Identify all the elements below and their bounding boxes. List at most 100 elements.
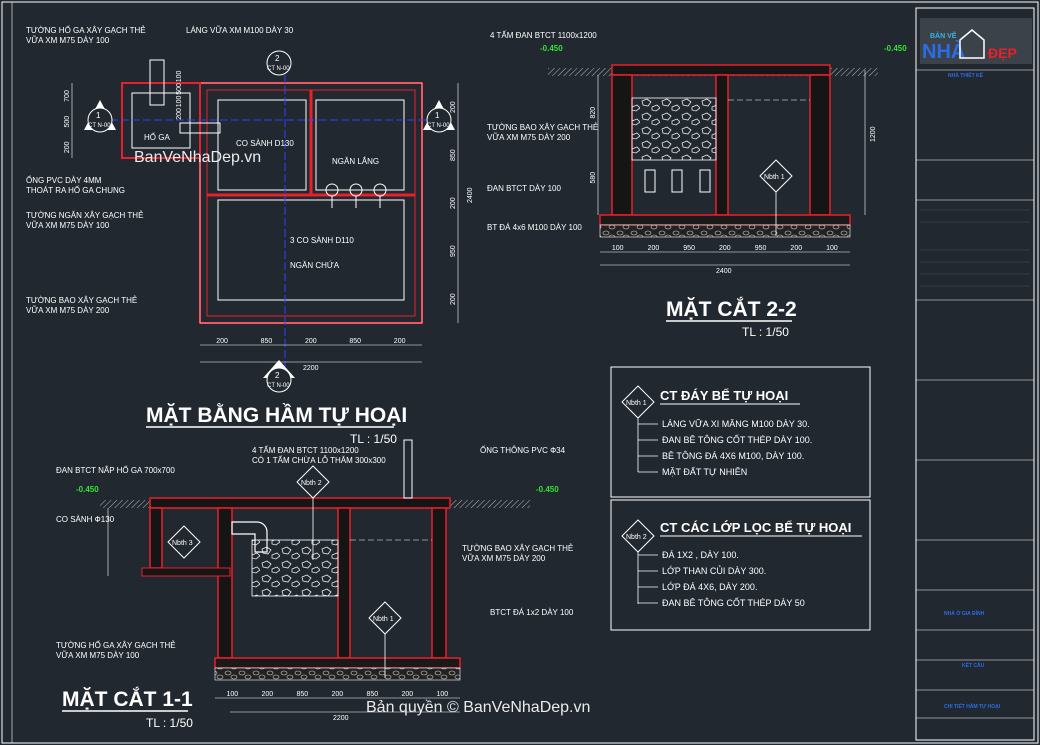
sec11-label-top-2: CÓ 1 TẤM CHỪA LỖ THĂM 300x300	[252, 455, 386, 465]
section-mark-2-bottom: 2 CT N-00	[263, 360, 295, 393]
sec22-dims-left: 820 580	[590, 107, 597, 184]
plan-dim-right: 950	[450, 245, 457, 257]
sec11-dim-bottom: 100	[437, 691, 449, 698]
section-mark-2-top-ref: CT N-00	[267, 66, 290, 72]
section-mark-1-left: 1 CT N-00	[84, 100, 116, 133]
sec22-marker: Nbth 1	[759, 159, 793, 236]
ct-loc-box	[610, 499, 871, 631]
sec22-dim-bottom: 950	[683, 245, 695, 252]
sec11-label-dan-hoga: ĐAN BTCT NẮP HỐ GA 700x700	[56, 465, 175, 475]
section-mark-2-bottom-num: 2	[275, 371, 280, 380]
section-1-1-view	[100, 439, 530, 713]
plan-label-co-sanh-130: CO SÀNH D130	[236, 139, 294, 148]
sec22-dim-bottom: 200	[790, 245, 802, 252]
watermark-left: BanVeNhaDep.vn	[134, 149, 261, 166]
plan-dim-right-total: 2400	[467, 187, 474, 203]
sec11-label-wall-1: TƯỜNG BAO XÂY GẠCH THẺ	[462, 544, 573, 553]
ct-day-items: LÁNG VỮA XI MĂNG M100 DÀY 30. ĐAN BÊ TÔNG…	[638, 419, 812, 477]
ct-day-item: BÊ TÔNG ĐÁ 4X6 M100, DÀY 100.	[662, 451, 804, 461]
sec22-dim-bottom: 950	[755, 245, 767, 252]
sec11-marker-1: Nbth 1	[368, 601, 402, 678]
plan-title: MẶT BẰNG HẦM TỰ HOẠI	[146, 403, 407, 427]
sec11-level-left: -0.450	[76, 485, 99, 494]
sec22-title: MẶT CẮT 2-2	[666, 297, 797, 321]
plan-label-lang-vua: LÁNG VỮA XM M100 DÀY 30	[186, 26, 294, 35]
ct-day-box	[610, 366, 871, 498]
plan-dim-left: 500	[64, 116, 71, 128]
ct-loc-item: LỚP THAN CỦI DÀY 300.	[662, 565, 766, 576]
plan-label-ong-pvc-1: ỐNG PVC DÀY 4MM	[26, 175, 102, 185]
svg-text:Nbth 1: Nbth 1	[626, 400, 647, 407]
sec11-title: MẶT CẮT 1-1	[62, 687, 193, 711]
tb-project-name: NHÀ Ở GIA ĐÌNH	[944, 609, 985, 617]
section-mark-1-right-ref: CT N-00	[427, 123, 450, 129]
ct-loc-items: ĐÁ 1X2 , DÀY 100. LỚP THAN CỦI DÀY 300. LỚ…	[638, 550, 805, 608]
plan-label-ngan-chua: NGĂN CHỨA	[290, 261, 340, 270]
sec11-dim-bottom: 200	[332, 691, 344, 698]
plan-label-wall-ngan-2: VỮA XM M75 DÀY 100	[26, 221, 110, 230]
plan-scale: TL : 1/50	[350, 432, 397, 446]
sec22-dim-left: 820	[590, 107, 597, 119]
plan-label-hoga: HỐ GA	[144, 132, 170, 142]
sec22-level-left: -0.450	[540, 44, 563, 53]
sec22-label-dan: ĐAN BTCT DÀY 100	[487, 184, 562, 193]
brand-logo: BẢN VẼ NHÀ ĐẸP	[920, 18, 1032, 64]
plan-dim-bottom: 200	[305, 338, 317, 345]
ct-loc-item: LỚP ĐÁ 4X6, DÀY 200.	[662, 582, 757, 592]
plan-dim-top: 200	[176, 108, 183, 120]
sec22-dim-right: 1200	[870, 126, 877, 142]
sec22-label-da: BT ĐÁ 4x6 M100 DÀY 100	[487, 223, 582, 232]
sec22-level-right: -0.450	[884, 44, 907, 53]
svg-text:Nbth 1: Nbth 1	[764, 174, 785, 181]
plan-label-wall-bao-1: TƯỜNG BAO XÂY GẠCH THẺ	[26, 296, 137, 305]
sec11-level-right: -0.450	[536, 485, 559, 494]
section-mark-2-top: 2 CT N-00	[266, 50, 292, 76]
plan-label-wall-hoga-1: TƯỜNG HỐ GA XÂY GẠCH THẺ	[26, 25, 146, 35]
sec11-label-wall-2: VỮA XM M75 DÀY 200	[462, 554, 546, 563]
plan-dim-left: 200	[64, 141, 71, 153]
svg-text:Nbth 1: Nbth 1	[373, 616, 394, 623]
section-mark-2-top-num: 2	[275, 54, 280, 63]
sec11-dim-total: 2200	[333, 715, 349, 722]
svg-text:ĐẸP: ĐẸP	[988, 45, 1017, 61]
plan-label-wall-ngan-1: TƯỜNG NGĂN XÂY GẠCH THẺ	[26, 211, 143, 220]
ct-loc-item: ĐÁ 1X2 , DÀY 100.	[662, 550, 739, 560]
plan-dim-right: 200	[450, 197, 457, 209]
tb-company: NHÀ THIẾT KẾ	[948, 72, 984, 79]
sec11-label-co-sanh: CO SÀNH Ф130	[56, 515, 115, 524]
sec11-label-wall-hoga-2: VỮA XM M75 DÀY 100	[56, 651, 140, 660]
ct-loc-item: ĐAN BÊ TÔNG CỐT THÉP DÀY 50	[662, 597, 805, 608]
plan-dim-bottom: 200	[394, 338, 406, 345]
ct-day-item: LÁNG VỮA XI MĂNG M100 DÀY 30.	[662, 419, 810, 429]
sec22-dim-bottom: 100	[826, 245, 838, 252]
plan-dim-total: 2200	[303, 365, 319, 372]
sec22-dim-left: 580	[590, 172, 597, 184]
sec22-dim-bottom: 200	[719, 245, 731, 252]
ct-day-item: ĐAN BÊ TÔNG CỐT THÉP DÀY 100.	[662, 434, 812, 445]
plan-dim-bottom: 200	[216, 338, 228, 345]
sec22-dim-total: 2400	[716, 268, 732, 275]
sec22-scale: TL : 1/50	[742, 325, 789, 339]
plan-label-ngan-lang: NGĂN LẮNG	[332, 157, 379, 166]
svg-text:BẢN VẼ: BẢN VẼ	[930, 31, 957, 40]
sec11-label-ong: ỐNG THÔNG PVC Ф34	[480, 445, 566, 455]
plan-dim-right: 200	[450, 101, 457, 113]
sec22-label-top: 4 TẤM ĐAN BTCT 1100x1200	[490, 30, 597, 40]
sec11-dim-bottom: 200	[402, 691, 414, 698]
sec11-dim-bottom: 850	[297, 691, 309, 698]
ct-loc-title: CT CÁC LỚP LỌC BỂ TỰ HOẠI	[660, 520, 851, 535]
sec11-dim-bottom: 200	[262, 691, 274, 698]
sec22-label-wall-1: TƯỜNG BAO XÂY GẠCH THẺ	[487, 123, 598, 132]
section-mark-1-right-num: 1	[435, 111, 440, 120]
plan-label-co-sanh-110: 3 CO SÀNH D110	[290, 236, 354, 245]
sec11-label-top-1: 4 TẤM ĐAN BTCT 1100x1200	[252, 445, 359, 455]
plan-dim-bottom: 850	[261, 338, 273, 345]
plan-label-wall-bao-2: VỮA XM M75 DÀY 200	[26, 306, 110, 315]
